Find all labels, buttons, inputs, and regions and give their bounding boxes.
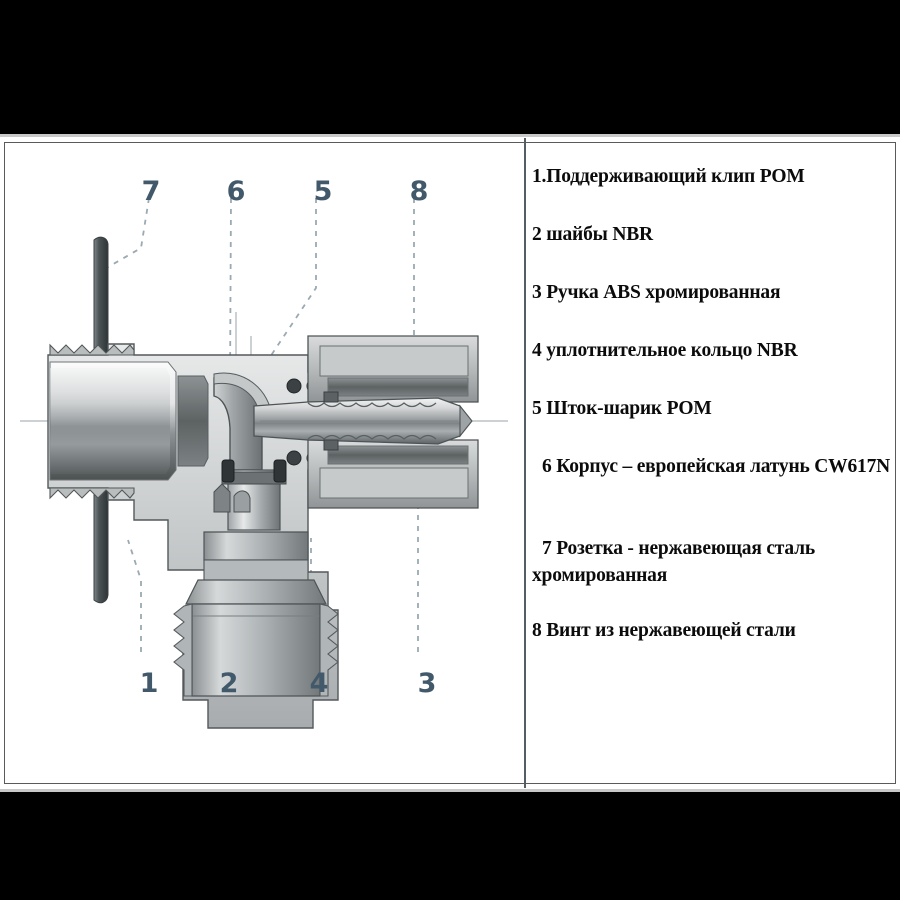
valve-cross-section-drawing [20, 197, 508, 729]
callout-6: 6 [226, 176, 246, 207]
panel-divider [524, 138, 526, 788]
callout-2: 2 [219, 668, 239, 699]
legend-item-2: 2 шайбы NBR [532, 224, 653, 245]
legend-item-7: 7 Розетка - нержавеющая сталь хромирован… [532, 538, 815, 586]
internal-passage [177, 375, 209, 467]
rosette-flange-part [93, 236, 109, 604]
inlet-pipe-threaded [49, 343, 177, 500]
parts-legend-panel: 1.Поддерживающий клип POM 2 шайбы NBR 3 … [532, 148, 894, 778]
handle-lower-assembly [173, 531, 339, 697]
legend-item-1: 1.Поддерживающий клип POM [532, 166, 805, 187]
legend-item-4: 4 уплотнительное кольцо NBR [532, 340, 798, 361]
callout-8: 8 [409, 176, 429, 207]
legend-item-6: 6 Корпус – европейская латунь CW617N [542, 456, 890, 477]
callout-5: 5 [313, 176, 333, 207]
callout-3: 3 [417, 668, 437, 699]
stainless-screw-part [323, 391, 339, 451]
valve-diagram-panel: 7 6 5 8 1 2 4 3 [8, 140, 522, 786]
callout-4: 4 [309, 668, 329, 699]
outlet-coupling-assembly [253, 335, 479, 509]
callout-1: 1 [139, 668, 159, 699]
legend-item-3: 3 Ручка ABS хромированная [532, 282, 781, 303]
legend-item-8: 8 Винт из нержавеющей стали [532, 620, 796, 641]
support-clip-part [213, 483, 251, 513]
callout-7: 7 [141, 176, 161, 207]
legend-item-5: 5 Шток-шарик POM [532, 398, 712, 419]
